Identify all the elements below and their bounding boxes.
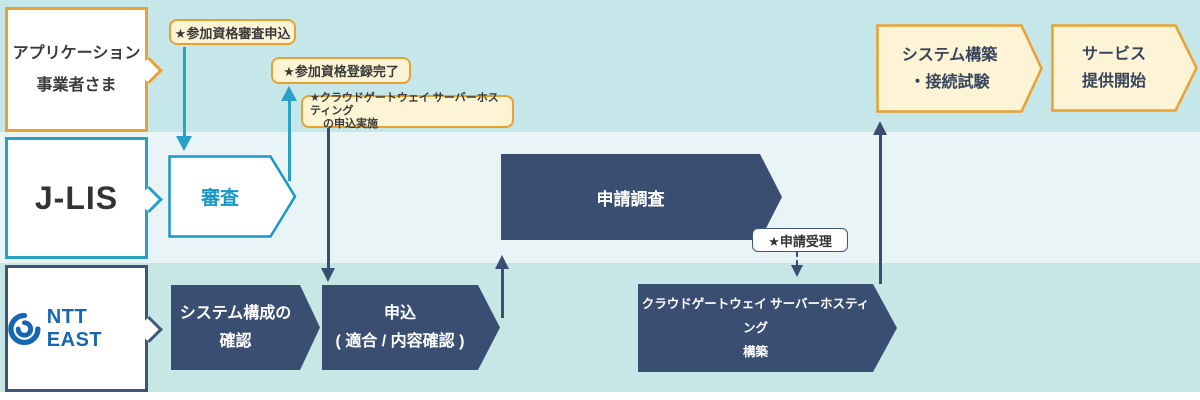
- step-service-start-line2: 提供開始: [1081, 73, 1146, 90]
- arrow-build-to-system-test-head: [873, 121, 887, 135]
- step-cloud-gateway-build-line1: クラウドゲートウェイ サーバーホスティング: [641, 297, 870, 335]
- arrow-cloud-gateway-apply-head: [320, 268, 335, 282]
- step-screening-label: 審査: [200, 188, 239, 209]
- step-application-investigation: 申請調査: [501, 154, 782, 240]
- arrow-build-to-system-test-line: [878, 135, 882, 284]
- step-cloud-gateway-build-label: クラウドゲートウェイ サーバーホスティング 構築: [638, 284, 873, 372]
- step-service-start-label: サービス 提供開始: [1051, 24, 1177, 112]
- milestone-cloud-gateway-application-line1: ★クラウドゲートウェイ サーバーホスティング: [310, 92, 499, 117]
- step-system-build-line1: システム構築: [901, 46, 998, 64]
- actor-jlis: J-LIS: [5, 137, 148, 259]
- arrow-cloud-gateway-apply-line: [326, 128, 330, 268]
- ntt-east-wordmark: NTT EAST: [46, 305, 103, 351]
- step-system-build-connection-test-label: システム構築 ・接続試験: [876, 24, 1023, 113]
- step-application-confirm-label: 申込 ( 適合 / 内容確認 ): [322, 285, 478, 370]
- arrow-registration-complete-head: [281, 86, 297, 101]
- actor-application-provider-line2: 事業者さま: [36, 76, 117, 94]
- step-system-configuration-check-line2: 確認: [219, 332, 252, 350]
- arrow-registration-complete-line: [287, 101, 291, 181]
- arrow-application-accepted-head: [790, 265, 803, 277]
- actor-jlis-label: J-LIS: [34, 179, 119, 216]
- arrow-application-to-investigation-line: [500, 269, 504, 318]
- step-application-investigation-shape: [501, 154, 782, 240]
- step-system-configuration-check-label: システム構成の 確認: [171, 285, 300, 370]
- step-application-confirm: 申込 ( 適合 / 内容確認 ): [322, 285, 500, 370]
- actor-ntt-east: NTT EAST: [5, 265, 148, 392]
- arrow-screening-application-line: [182, 47, 186, 136]
- actor-application-provider-line1: アプリケーション: [12, 44, 141, 62]
- arrow-screening-application-head: [176, 136, 192, 151]
- step-application-confirm-line2: ( 適合 / 内容確認 ): [335, 332, 465, 350]
- step-service-start-shape: [1051, 24, 1198, 112]
- step-cloud-gateway-build-shape: [638, 284, 897, 372]
- actor-application-provider: アプリケーション 事業者さま: [5, 7, 148, 132]
- step-system-configuration-check-shape: [171, 285, 320, 370]
- arrow-application-to-investigation-head: [495, 255, 509, 269]
- milestone-participation-screening-application: ★参加資格審査申込: [169, 19, 296, 45]
- milestone-participation-registration-complete: ★参加資格登録完了: [271, 57, 411, 84]
- step-system-configuration-check: システム構成の 確認: [171, 285, 320, 370]
- step-system-configuration-check-line1: システム構成の: [179, 304, 292, 322]
- step-system-build-connection-test: システム構築 ・接続試験: [876, 24, 1043, 113]
- step-system-build-line2: ・接続試験: [909, 73, 990, 91]
- milestone-cloud-gateway-application: ★クラウドゲートウェイ サーバーホスティング の申込実施: [301, 92, 514, 130]
- step-cloud-gateway-build-line2: 構築: [742, 345, 768, 359]
- step-screening: 審査: [168, 155, 297, 238]
- step-service-start: サービス 提供開始: [1051, 24, 1198, 112]
- step-application-confirm-shape: [322, 285, 500, 370]
- arrow-application-accepted-line: [796, 252, 798, 265]
- milestone-cloud-gateway-application-line2: の申込実施: [323, 118, 378, 130]
- ntt-dynamic-loop-icon: [8, 312, 41, 345]
- step-cloud-gateway-build: クラウドゲートウェイ サーバーホスティング 構築: [638, 284, 897, 372]
- step-service-start-line1: サービス: [1081, 46, 1146, 63]
- ntt-east-logo: NTT EAST: [8, 306, 145, 352]
- step-application-investigation-label: 申請調査: [596, 189, 665, 209]
- milestone-application-accepted: ★申請受理: [752, 228, 848, 252]
- step-application-confirm-line1: 申込: [383, 304, 416, 322]
- step-screening-shape: [168, 155, 297, 238]
- step-system-build-connection-test-shape: [876, 24, 1043, 113]
